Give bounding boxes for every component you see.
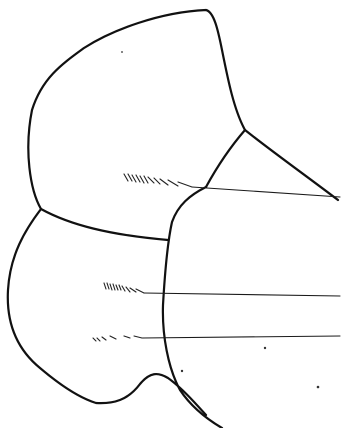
middle-leader-line	[144, 293, 340, 296]
speck-2	[264, 347, 266, 349]
upper-leader-line	[192, 187, 340, 197]
right-block-top-edge	[245, 130, 338, 200]
upper-lobe-outline	[28, 10, 245, 209]
speck-1	[181, 370, 183, 372]
speck-4	[121, 51, 123, 53]
middle-hatch-marks	[104, 283, 144, 293]
lower-leader-line	[142, 336, 340, 338]
upper-right-divider	[206, 130, 245, 187]
lower-lobe-outline	[8, 209, 206, 415]
upper-hatch-marks	[124, 174, 192, 187]
speck-3	[317, 386, 320, 389]
lower-hatch-marks	[93, 336, 142, 341]
right-block-left-edge	[163, 187, 222, 428]
middle-boundary	[41, 209, 168, 240]
